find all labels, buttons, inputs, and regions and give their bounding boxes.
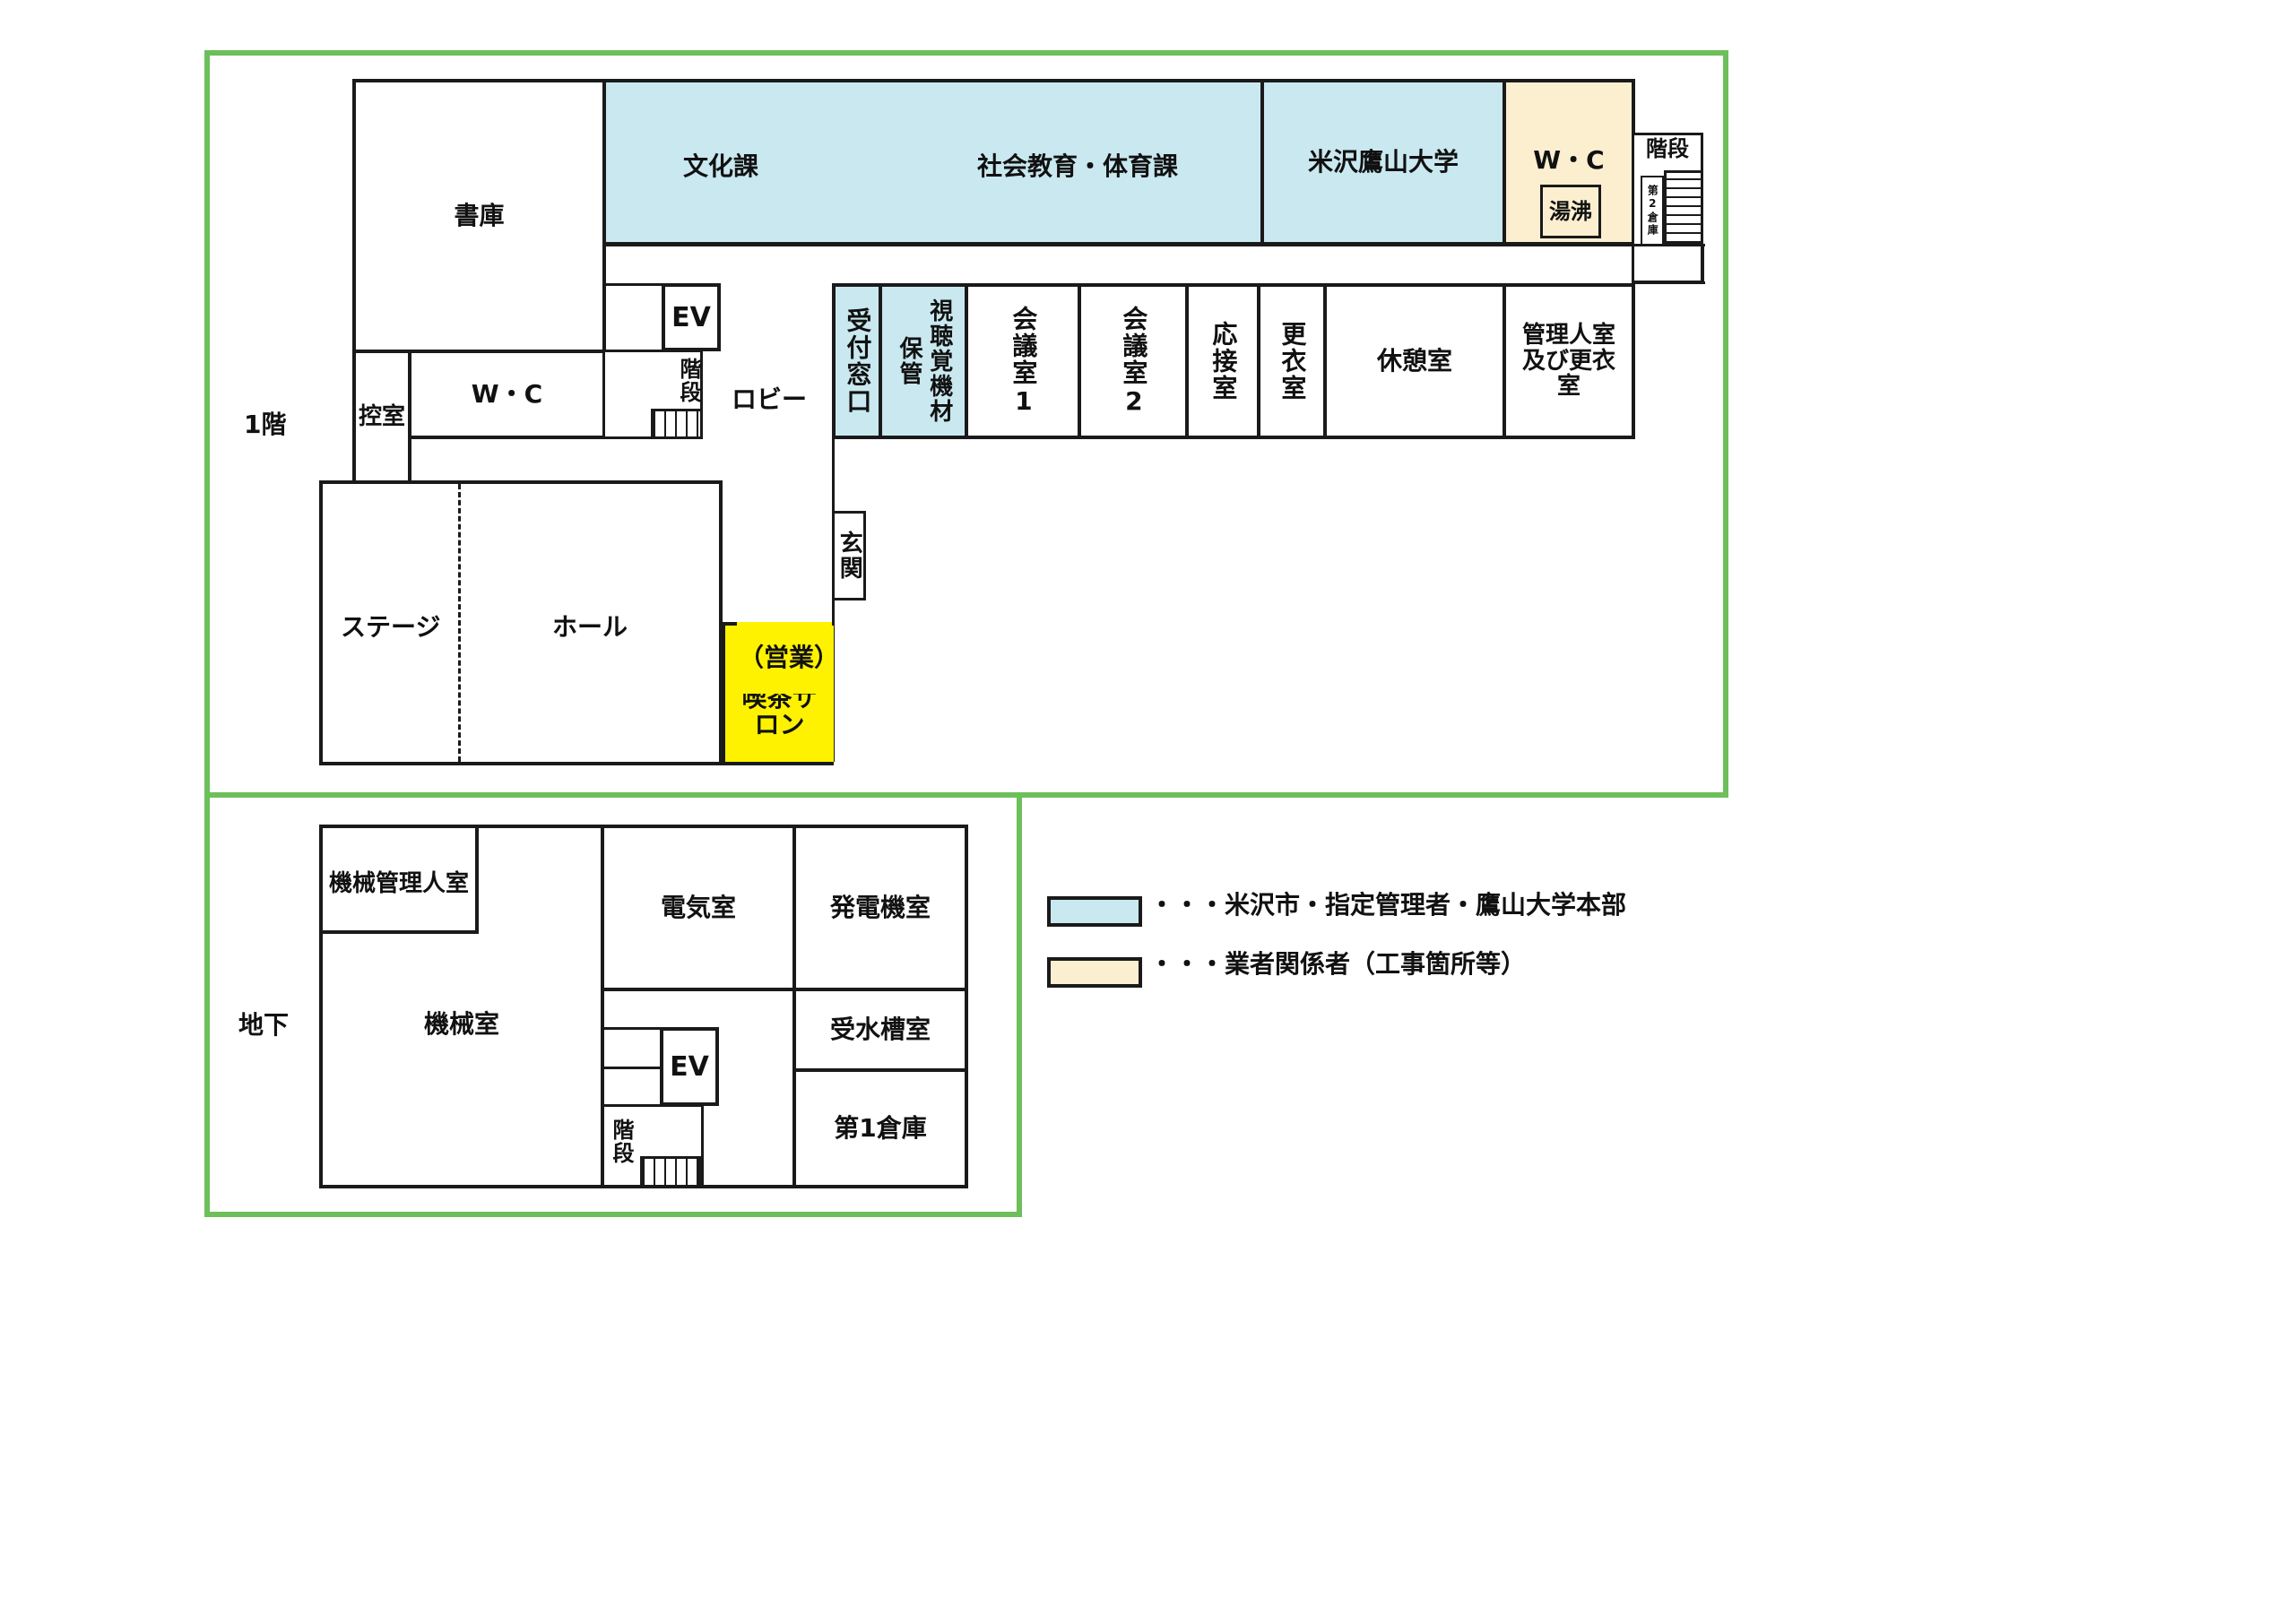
room-kanri[interactable]: 管理人室及び更衣室 [1503, 283, 1635, 439]
kissa-top-extension [737, 622, 832, 694]
room-hall-label: ホール [552, 612, 628, 642]
room-jusui[interactable]: 受水槽室 [792, 988, 968, 1072]
room-hikae[interactable]: 控室 [352, 350, 411, 484]
room-jusui-label: 受水槽室 [829, 1014, 931, 1044]
basement-frame [204, 792, 1022, 1217]
room-kyukei-label: 休憩室 [1376, 345, 1452, 376]
room-yuwakashi[interactable]: 湯沸 [1540, 185, 1601, 238]
room-koui[interactable]: 更衣室 [1257, 283, 1327, 439]
room-soko1-label: 第1倉庫 [834, 1112, 927, 1143]
room-kaigi1-label: 会議室1 [1009, 305, 1039, 418]
room-genkan[interactable]: 玄関 [832, 511, 866, 600]
room-osetsu-label: 応接室 [1208, 321, 1239, 402]
legend-text-cream: ・・・業者関係者（工事箇所等） [1149, 949, 1527, 979]
room-soko2-label: 第2倉庫 [1646, 185, 1659, 237]
room-shichokaku-label: 視聴覚機材保管 [896, 298, 953, 424]
room-genkan-label: 玄関 [836, 531, 863, 581]
room-yuwakashi-label: 湯沸 [1549, 198, 1592, 224]
room-uketsuke-label: 受付窓口 [843, 307, 873, 415]
room-kanri-label: 管理人室及び更衣室 [1521, 322, 1615, 401]
room-stage-label: ステージ [341, 612, 441, 642]
room-b-ev[interactable]: EV [660, 1027, 719, 1106]
stairs-b-icon [640, 1156, 701, 1188]
room-bunka-label: 文化課 [683, 151, 759, 181]
room-wc-mid-label: W・C [471, 378, 543, 409]
lobby-label: ロビー [732, 384, 808, 414]
room-soko1[interactable]: 第1倉庫 [792, 1068, 968, 1188]
room-kissa-eigyo-overlay: （営業） [739, 643, 840, 672]
stage-divider [458, 484, 461, 762]
room-daigaku-label: 米沢鷹山大学 [1307, 146, 1459, 177]
ev-shaft-line [606, 283, 663, 286]
room-wc-top[interactable]: W・C [1503, 79, 1635, 246]
room-kikai-kanri-label: 機械管理人室 [328, 870, 469, 897]
legend-swatch-cream [1047, 957, 1142, 988]
room-kaigi2[interactable]: 会議室2 [1078, 283, 1189, 439]
room-uketsuke[interactable]: 受付窓口 [832, 283, 882, 439]
room-kaigi1[interactable]: 会議室1 [965, 283, 1081, 439]
room-wc-mid[interactable]: W・C [408, 350, 606, 439]
stairs-mid-icon [651, 409, 703, 439]
room-kaidan-mid-label: 階段 [676, 358, 701, 404]
room-shoko-label: 書庫 [454, 200, 505, 230]
room-osetsu[interactable]: 応接室 [1185, 283, 1260, 439]
room-hatsuden[interactable]: 発電機室 [792, 825, 968, 991]
room-shakai-label: 社会教育・体育課 [977, 151, 1179, 181]
room-shoko[interactable]: 書庫 [352, 79, 606, 353]
room-denki-label: 電気室 [660, 892, 736, 922]
b-ev-line [602, 1027, 660, 1030]
room-b-ev-label: EV [670, 1050, 709, 1083]
room-stage-hall[interactable] [319, 480, 723, 765]
room-daigaku[interactable]: 米沢鷹山大学 [1260, 79, 1506, 246]
room-soko2[interactable]: 第2倉庫 [1641, 176, 1664, 246]
corridor-top-line [606, 244, 1705, 246]
legend-swatch-blue [1047, 896, 1142, 927]
room-ev[interactable]: EV [662, 283, 721, 351]
room-denki[interactable]: 電気室 [601, 825, 796, 991]
room-kikai-label: 機械室 [423, 1008, 499, 1039]
room-hikae-label: 控室 [358, 402, 405, 430]
corridor-right-wall [1702, 244, 1704, 284]
room-ev-label: EV [671, 301, 711, 333]
b-ev-line [602, 1104, 703, 1107]
room-kaigi2-label: 会議室2 [1119, 305, 1149, 418]
room-hatsuden-label: 発電機室 [829, 892, 931, 922]
legend-text-blue: ・・・米沢市・指定管理者・鷹山大学本部 [1149, 890, 1627, 920]
b-stair-wall [701, 1104, 704, 1188]
room-wc-top-label: W・C [1533, 145, 1605, 175]
room-koui-label: 更衣室 [1277, 321, 1308, 402]
room-kikai-kanri[interactable]: 機械管理人室 [319, 825, 479, 934]
corridor-line [1635, 281, 1705, 284]
room-b-kaidan-label: 階段 [609, 1119, 634, 1165]
room-shichokaku[interactable]: 視聴覚機材保管 [879, 283, 968, 439]
room-kyukei[interactable]: 休憩室 [1323, 283, 1506, 439]
room-kaidan-top-label: 階段 [1646, 136, 1689, 161]
basement-label: 地下 [238, 1010, 290, 1040]
b-ev-line [602, 1067, 660, 1069]
stairs-top-icon [1664, 170, 1703, 246]
floor1-label: 1階 [244, 410, 287, 439]
